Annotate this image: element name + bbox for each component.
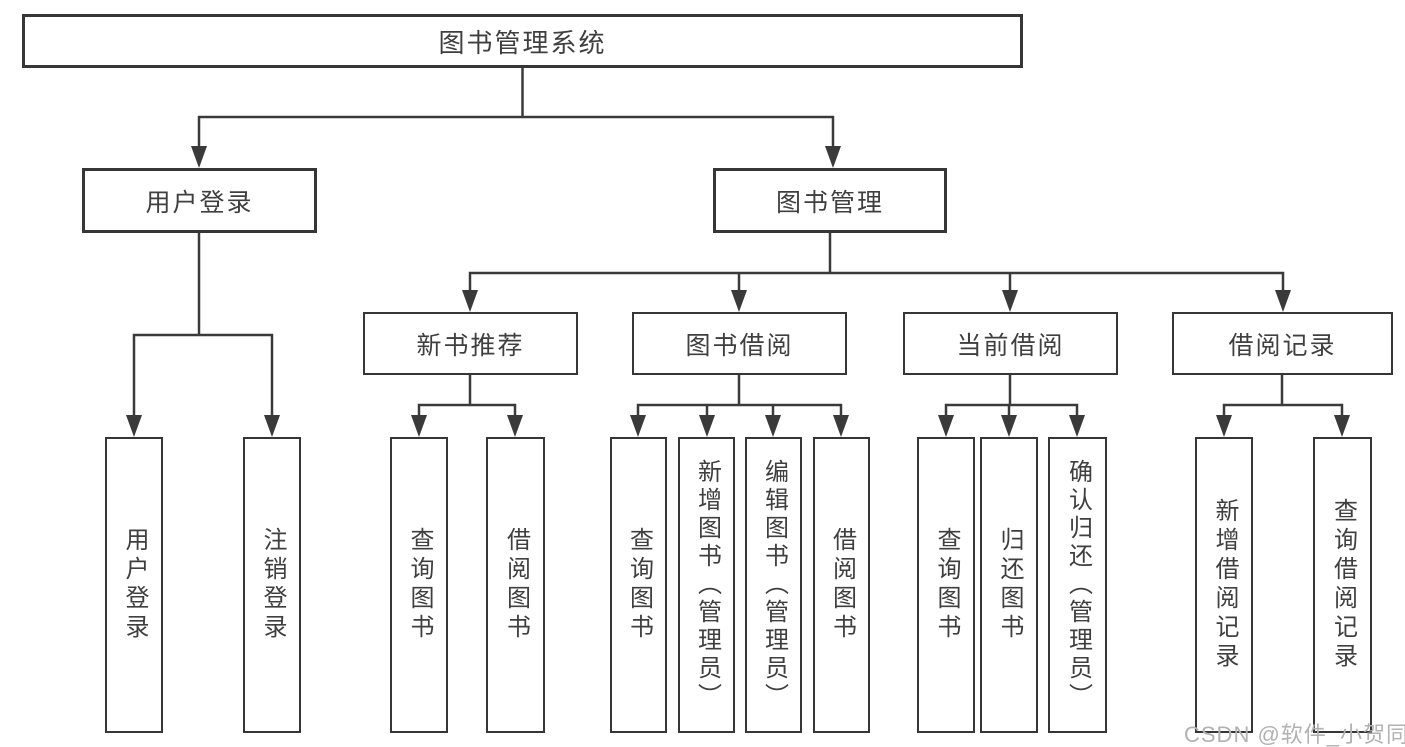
- leaf-edit-books-admin: 编辑图书（管理员）: [745, 437, 802, 733]
- node-current-borrow: 当前借阅: [903, 312, 1118, 375]
- leaf-add-books-admin: 新增图书（管理员）: [678, 437, 735, 733]
- leaf-logout: 注销登录: [243, 437, 301, 733]
- connector-edges: [132, 68, 1344, 421]
- leaf-query-books-recommend: 查询图书: [390, 437, 448, 733]
- node-book-borrow: 图书借阅: [632, 312, 847, 375]
- node-new-book-recommend: 新书推荐: [363, 312, 578, 375]
- leaf-confirm-return-admin: 确认归还（管理员）: [1048, 437, 1107, 733]
- arrowhead-icons: [126, 146, 1350, 437]
- leaf-borrow-books-recommend: 借阅图书: [486, 437, 545, 733]
- leaf-add-borrow-record: 新增借阅记录: [1195, 437, 1253, 733]
- leaf-query-borrow-record: 查询借阅记录: [1313, 437, 1372, 733]
- node-book-management: 图书管理: [713, 168, 947, 233]
- node-root-system: 图书管理系统: [22, 14, 1023, 68]
- node-borrow-records: 借阅记录: [1172, 312, 1393, 375]
- leaf-query-books-borrow: 查询图书: [610, 437, 667, 733]
- leaf-user-login: 用户登录: [105, 437, 163, 733]
- node-user-login: 用户登录: [82, 168, 317, 233]
- leaf-query-books-current: 查询图书: [917, 437, 975, 733]
- leaf-borrow-books-borrow: 借阅图书: [813, 437, 870, 733]
- leaf-return-books: 归还图书: [980, 437, 1038, 733]
- watermark-text: CSDN @软件_小贺同学: [1184, 722, 1405, 747]
